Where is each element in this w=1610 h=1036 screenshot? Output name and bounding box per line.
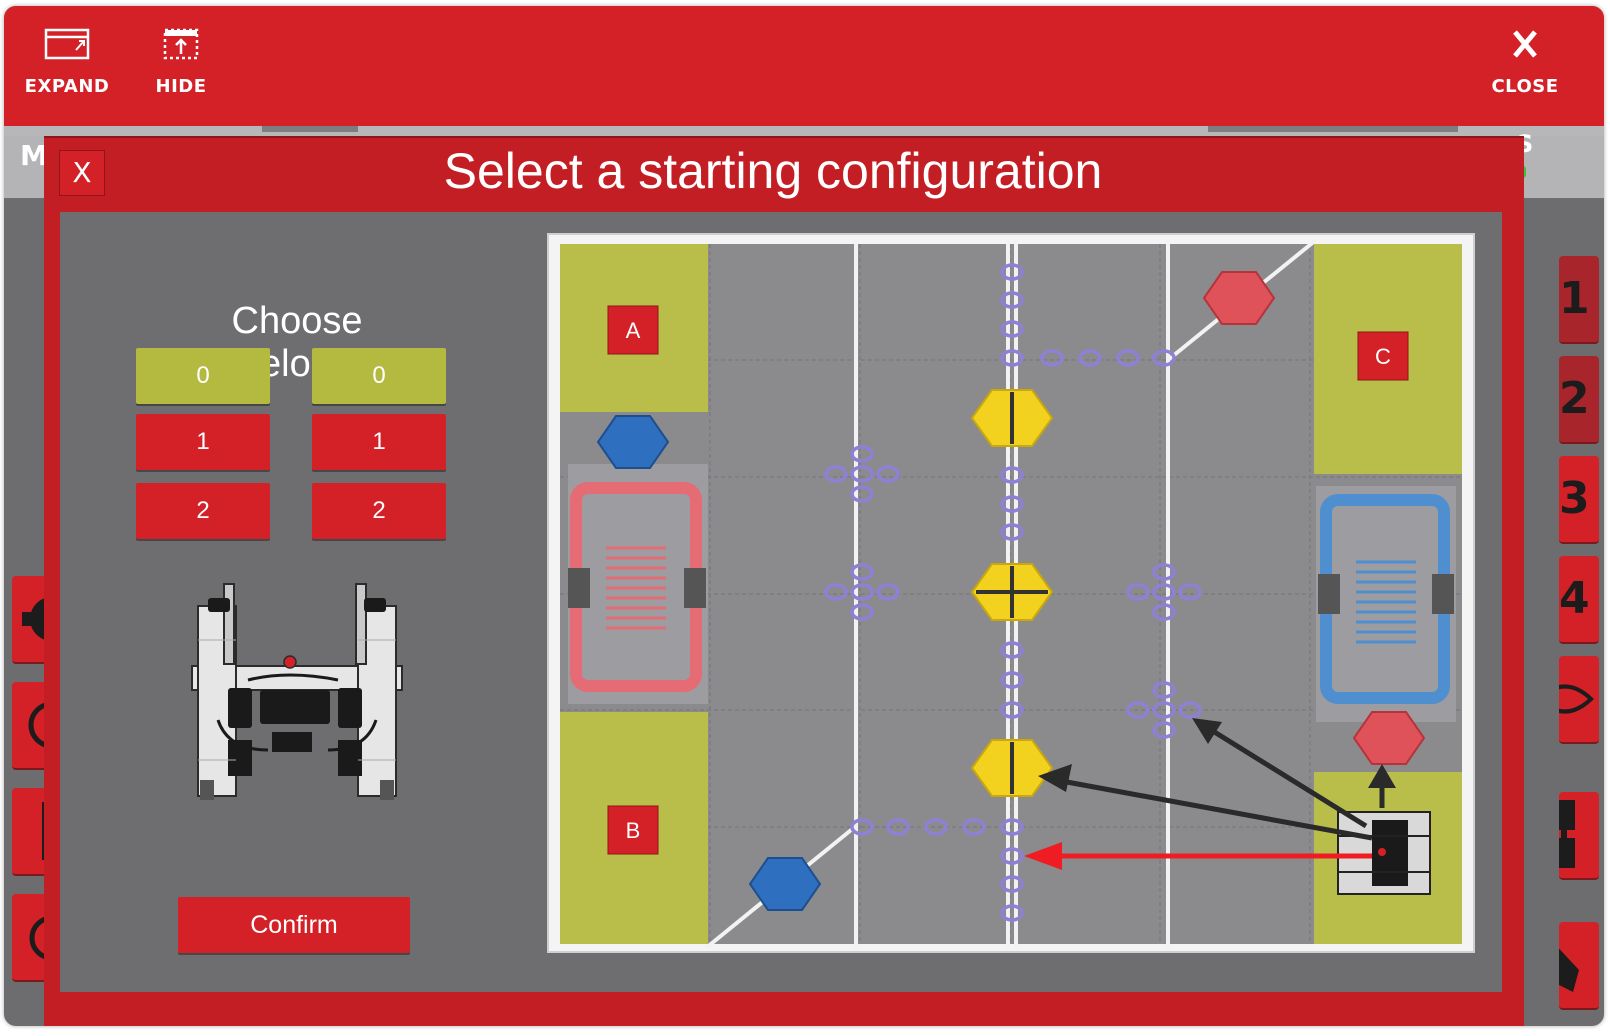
background-left-text: M: [20, 139, 48, 172]
confirm-button[interactable]: Confirm: [178, 897, 410, 953]
power-icon: [28, 701, 52, 749]
start-position-b[interactable]: B: [607, 805, 659, 855]
controller-icon: [1559, 800, 1575, 868]
start-position-a[interactable]: A: [607, 305, 659, 355]
eye-icon: [1559, 684, 1594, 714]
preload-right-2[interactable]: 2: [312, 483, 446, 539]
field-map: A B C: [547, 233, 1475, 953]
expand-icon: [44, 28, 90, 60]
app-window: EXPAND HIDE CLOSE M S 1 2 3 4: [4, 6, 1604, 1026]
side-button-1[interactable]: 1: [1559, 256, 1599, 344]
path-arrows: [1024, 718, 1396, 870]
modal-close-button[interactable]: X: [59, 150, 105, 196]
status-strip: [4, 126, 1604, 136]
hide-button[interactable]: HIDE: [126, 26, 236, 116]
hide-label: HIDE: [155, 76, 207, 97]
wrench-icon: [1559, 948, 1579, 992]
robot-preview-image: [191, 583, 403, 800]
modal-title: Select a starting configuration: [443, 143, 1103, 199]
field-robot: [1337, 811, 1431, 895]
preload-right-1[interactable]: 1: [312, 414, 446, 470]
preload-right-0[interactable]: 0: [312, 348, 446, 404]
start-position-c[interactable]: C: [1357, 331, 1409, 381]
preload-left-2[interactable]: 2: [136, 483, 270, 539]
close-label: CLOSE: [1491, 76, 1559, 97]
start-position-c-label: C: [1375, 344, 1391, 369]
side-button-4[interactable]: 4: [1559, 556, 1599, 644]
close-button[interactable]: CLOSE: [1470, 26, 1580, 116]
top-toolbar: EXPAND HIDE CLOSE: [4, 6, 1604, 126]
side-button-eye[interactable]: [1559, 656, 1599, 744]
preload-left-1[interactable]: 1: [136, 414, 270, 470]
start-position-a-label: A: [626, 318, 641, 343]
expand-button[interactable]: EXPAND: [12, 26, 122, 116]
side-button-2[interactable]: 2: [1559, 356, 1599, 444]
start-config-modal: X Select a starting configuration Choose…: [44, 136, 1524, 1026]
modal-content: Choose Preloads 0 1 2 0 1 2: [60, 212, 1502, 992]
hide-icon: [163, 28, 199, 60]
preload-left-0[interactable]: 0: [136, 348, 270, 404]
side-button-3[interactable]: 3: [1559, 456, 1599, 544]
start-position-b-label: B: [626, 818, 641, 843]
side-button-controller[interactable]: [1559, 792, 1599, 880]
expand-label: EXPAND: [24, 76, 110, 97]
close-icon: [1513, 30, 1537, 58]
side-button-tool[interactable]: [1559, 922, 1599, 1010]
